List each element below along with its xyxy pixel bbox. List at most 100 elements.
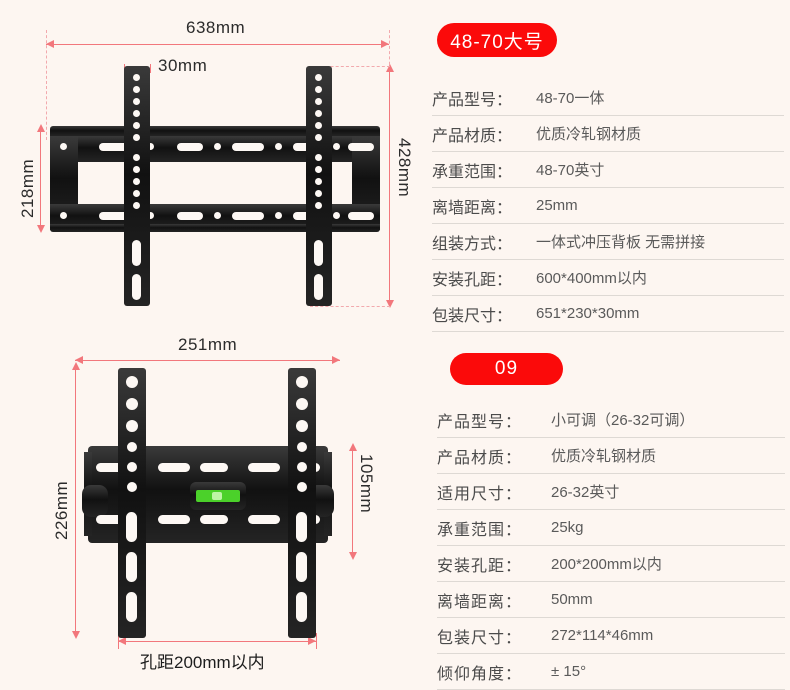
dim-total-height-label: 428mm	[395, 138, 414, 198]
dim2-hole-spacing-tick-right	[316, 633, 317, 649]
spec-label: 承重范围：	[437, 521, 523, 539]
spec-label: 离墙距离：	[437, 593, 523, 611]
dim-total-height-arrow-top	[386, 64, 394, 72]
spec-label: 适用尺寸：	[437, 485, 523, 503]
bracket-rail-right	[306, 66, 332, 306]
dim2-hole-spacing-tick-left	[118, 633, 119, 649]
spec-row: 离墙距离： 50mm	[437, 582, 785, 618]
spec-row: 产品材质： 优质冷轧钢材质	[437, 438, 785, 474]
spec-value: 200*200mm以内	[551, 556, 662, 573]
rail2-hole	[127, 482, 137, 492]
spec-value: 优质冷轧钢材质	[551, 448, 657, 465]
rail2-hole	[126, 420, 138, 432]
rail2-hole	[126, 398, 138, 410]
dim-width-line	[46, 44, 389, 45]
bracket-hole-slot	[177, 212, 203, 220]
spec-label: 产品材质：	[432, 127, 513, 145]
spec-label: 承重范围：	[432, 163, 513, 181]
dim-plate-height-label: 218mm	[18, 158, 37, 218]
rail-hole	[133, 178, 140, 185]
bracket-diagram-small: 251mm 226mm 105mm 孔距200mm以内	[0, 330, 425, 683]
bracket-hole-round	[275, 143, 282, 150]
rail-hole	[315, 86, 322, 93]
bracket-hole-round	[147, 143, 154, 150]
rail-hole	[133, 154, 140, 161]
dim-total-height-ext-top	[310, 66, 390, 67]
dim2-hole-spacing-line	[118, 641, 316, 642]
rail-hole	[133, 86, 140, 93]
bracket-diagram-large: 638mm 30mm 218mm 428mm	[0, 0, 425, 330]
spec-row: 组装方式： 一体式冲压背板 无需拼接	[432, 224, 784, 260]
rail-slot	[314, 274, 323, 300]
dim-plate-height-arrow-top	[37, 124, 45, 132]
spec-label: 组装方式：	[432, 235, 513, 253]
rail2-hole	[126, 376, 138, 388]
bracket-plate-top-bar	[50, 126, 380, 136]
rail-hole	[133, 190, 140, 197]
spec-value: 优质冷轧钢材质	[536, 126, 642, 143]
spec-row: 承重范围： 48-70英寸	[432, 152, 784, 188]
rail-hole	[315, 134, 322, 141]
rail-hole	[133, 122, 140, 129]
spec-label: 产品型号：	[432, 91, 513, 109]
bracket-hole-round	[60, 212, 67, 219]
dim-total-height-line	[389, 66, 390, 306]
dim2-plate-height-line	[352, 445, 353, 558]
dim2-width-label: 251mm	[178, 335, 238, 354]
rail-hole	[315, 74, 322, 81]
bracket-rail-left	[124, 66, 150, 306]
rail-slot	[132, 240, 141, 266]
bracket2-hole-slot	[96, 463, 128, 472]
dim2-width-arrow-right	[332, 356, 340, 364]
spec-value: 272*114*46mm	[551, 627, 654, 644]
dim-width-arrow-right	[381, 40, 389, 48]
rail-hole	[133, 74, 140, 81]
bracket-hole-round	[333, 143, 340, 150]
spec-row: 离墙距离： 25mm	[432, 188, 784, 224]
spec-value: 50mm	[551, 591, 593, 608]
rail2-slot	[296, 512, 307, 542]
spec-value: 651*230*30mm	[536, 305, 640, 322]
spec-row: 产品型号： 48-70一体	[432, 80, 784, 116]
bracket2-hole-slot	[248, 515, 280, 524]
dim-width-label: 638mm	[186, 18, 246, 37]
dim2-total-height-arrow-bottom	[72, 631, 80, 639]
spec-value: 26-32英寸	[551, 484, 620, 501]
spec-row: 产品型号： 小可调（26-32可调）	[437, 402, 785, 438]
spec-label: 安装孔距：	[432, 271, 513, 289]
bracket-hole-round	[214, 143, 221, 150]
spec-row: 包装尺寸： 651*230*30mm	[432, 296, 784, 332]
dim2-plate-height-label: 105mm	[357, 454, 376, 514]
rail2-hole	[297, 462, 307, 472]
bracket-hole-round	[147, 212, 154, 219]
rail-hole	[315, 166, 322, 173]
bracket2-hole-slot	[200, 515, 228, 524]
rail-hole	[315, 98, 322, 105]
rail-hole	[315, 178, 322, 185]
dim-plate-height-arrow-bottom	[37, 225, 45, 233]
dim-width-ext-right	[389, 30, 390, 70]
spec-row: 安装孔距： 600*400mm以内	[432, 260, 784, 296]
product1-badge: 48-70大号	[437, 23, 557, 57]
bracket-hole-slot	[348, 143, 374, 151]
spec-value: 48-70英寸	[536, 162, 605, 179]
bracket2-tilt-knob-left	[82, 485, 108, 517]
spec-label: 产品材质：	[437, 449, 523, 467]
bubble-level-bubble	[212, 492, 222, 500]
rail-hole	[315, 190, 322, 197]
spec-row: 安装孔距： 200*200mm以内	[437, 546, 785, 582]
bracket-hole-round	[333, 212, 340, 219]
dim2-hole-spacing-label: 孔距200mm以内	[140, 653, 265, 672]
rail-hole	[133, 134, 140, 141]
spec-value: 25mm	[536, 197, 578, 214]
dim2-plate-height-arrow-bottom	[349, 552, 357, 560]
spec-value: 48-70一体	[536, 90, 605, 107]
spec-value: 25kg	[551, 519, 584, 536]
dim-width-arrow-left	[46, 40, 54, 48]
spec-value: 600*400mm以内	[536, 270, 647, 287]
dim-plate-height-line	[40, 126, 41, 231]
rail-slot	[314, 240, 323, 266]
spec-label: 倾仰角度：	[437, 665, 523, 683]
dim2-total-height-arrow-top	[72, 362, 80, 370]
